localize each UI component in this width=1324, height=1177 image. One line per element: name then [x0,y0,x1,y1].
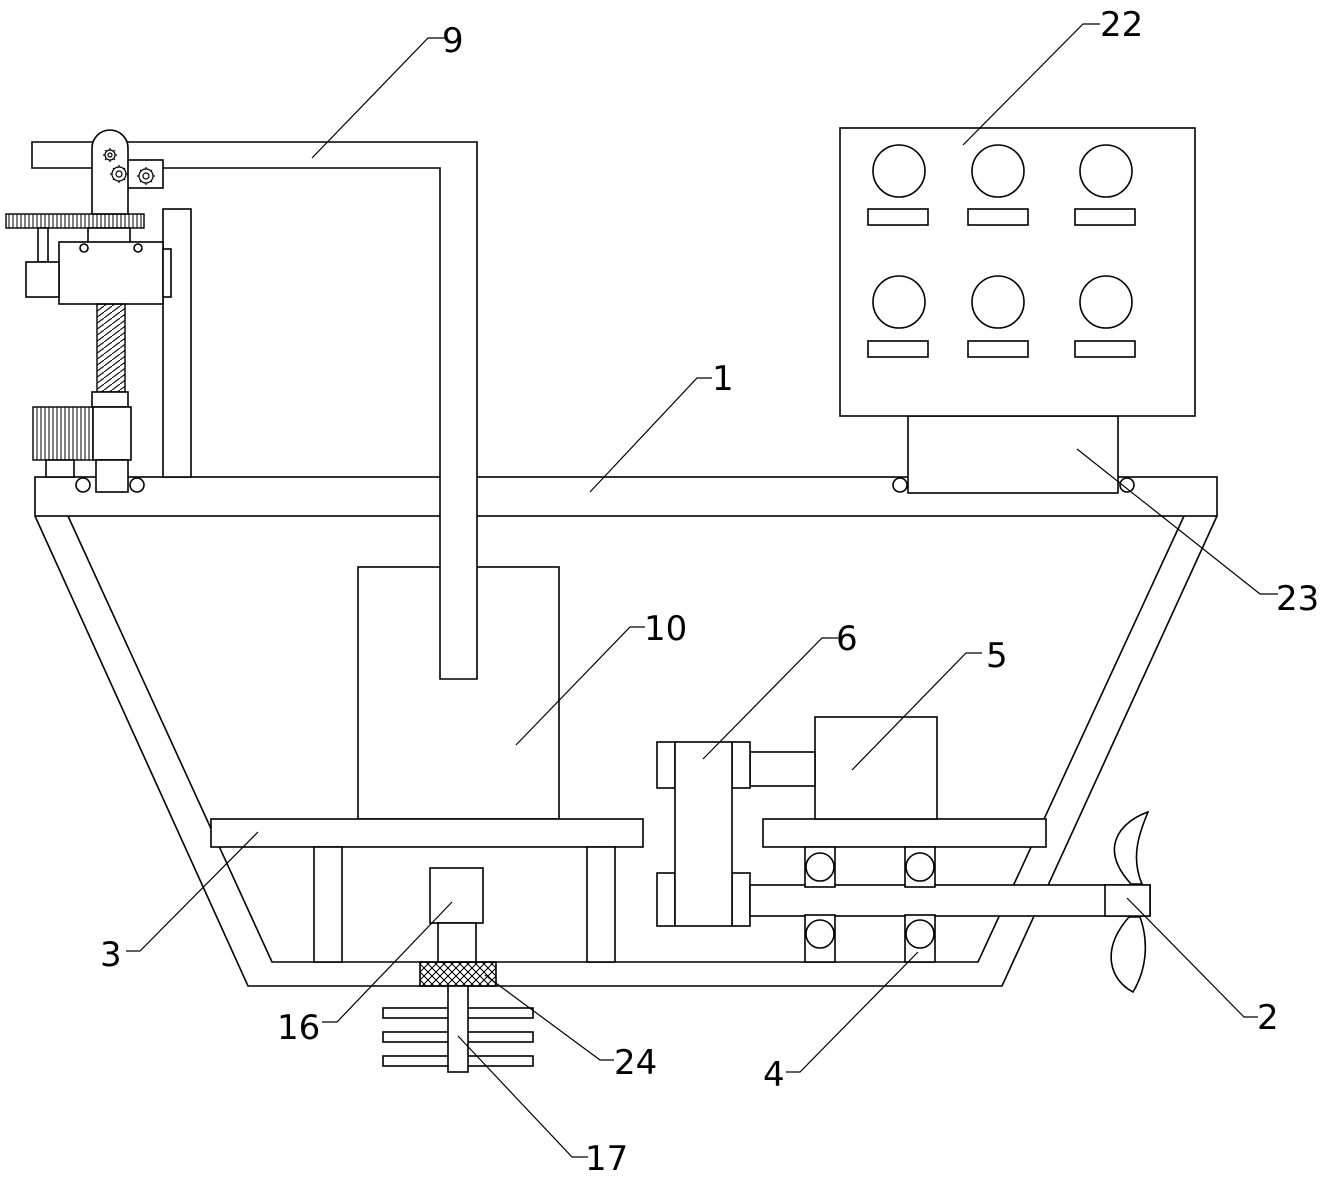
label-22: 22 [1100,5,1143,45]
label-5: 5 [986,636,1008,676]
label-3: 3 [100,935,122,975]
hull [34,515,1218,987]
label-2: 2 [1257,998,1279,1038]
label-9: 9 [442,21,464,61]
propeller-shaft [749,884,1151,917]
label-6: 6 [836,619,858,659]
base-frame [210,818,1047,963]
control-box [839,127,1196,417]
label-4: 4 [763,1055,785,1095]
label-23: 23 [1276,579,1319,619]
stirrer [382,985,534,1073]
deck-bearings [75,477,1135,493]
seal [419,961,497,987]
label-1: 1 [712,359,734,399]
control-box-support [907,415,1119,494]
shaft-bearings [804,846,936,963]
label-24: 24 [614,1043,657,1083]
belt-transmission [656,741,751,927]
stirring-motor [429,867,484,963]
label-17: 17 [585,1139,628,1177]
leader-lines [126,23,1278,1158]
propeller [1104,810,1151,994]
drive-motor [749,716,938,820]
label-10: 10 [644,609,687,649]
intake-pipe [31,141,478,680]
gear-icon [103,148,155,185]
lift-mechanism [5,129,192,493]
callout-labels: 9 22 1 23 10 6 5 3 16 24 17 4 2 [100,5,1319,1177]
label-16: 16 [277,1008,320,1048]
